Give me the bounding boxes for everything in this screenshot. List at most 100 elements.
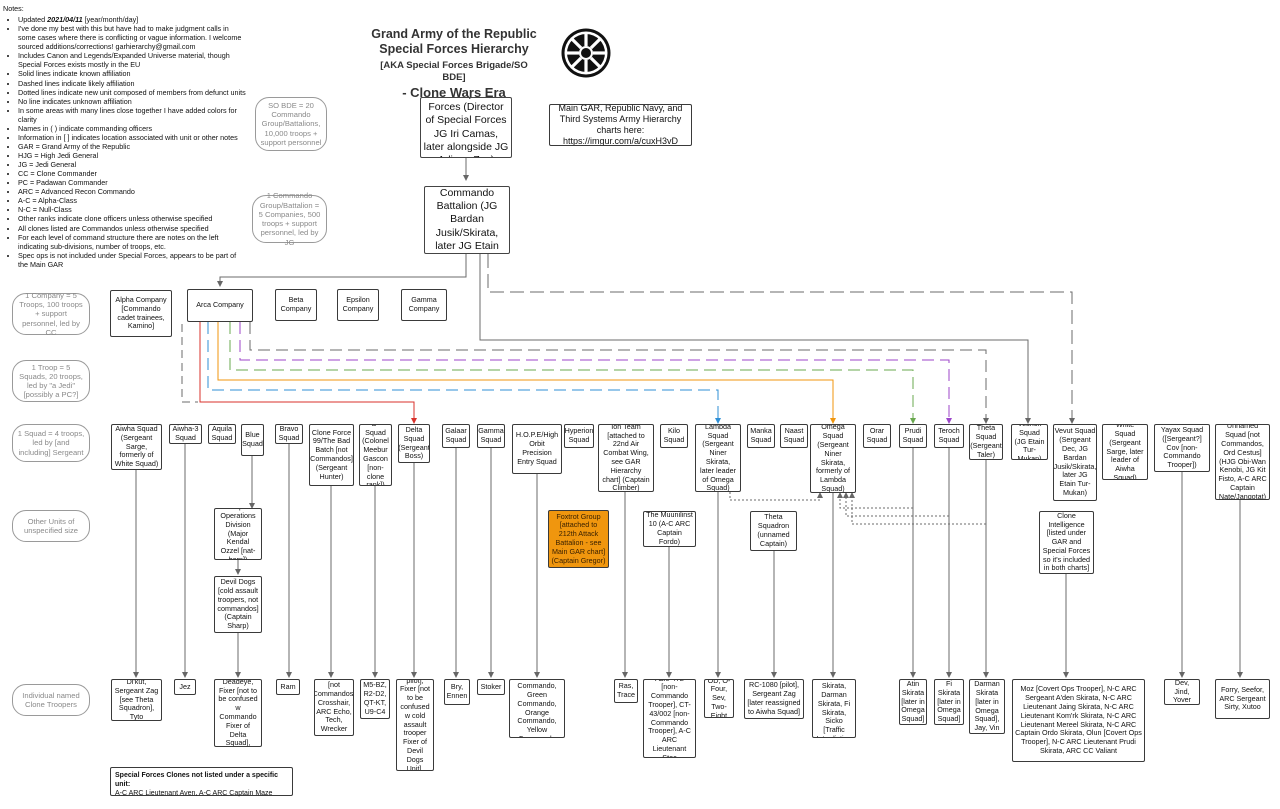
squad-prudi: Prudi Squad xyxy=(899,424,927,448)
troopers-bravo: Ram xyxy=(276,679,300,695)
troopers-prudi: Atin Skirata [later in Omega Squad] xyxy=(899,679,927,725)
notes-item: No line indicates unknown affiliation xyxy=(18,97,248,106)
title-line-2: Special Forces Hierarchy xyxy=(379,42,529,56)
notes-item: A-C = Alpha-Class xyxy=(18,196,248,205)
unassigned-clones-box: Special Forces Clones not listed under a… xyxy=(110,767,293,797)
notes-item: Spec ops is not included under Special F… xyxy=(18,251,248,269)
notes-item: Names in ( ) indicate commanding officer… xyxy=(18,124,248,133)
squad-aquila: Aquila Squad xyxy=(208,424,236,444)
troopers-omega: Atin Skirata, Corr Skirata, Darman Skira… xyxy=(812,679,856,738)
other-charts-box: Main GAR, Republic Navy, and Third Syste… xyxy=(549,104,692,146)
notes-item: Information in [ ] indicates location as… xyxy=(18,133,248,142)
notes-panel: Notes: Updated 2021/04/11 [year/month/da… xyxy=(3,4,248,269)
unit-44th-special-ops: 44th Special Operations Division (Major … xyxy=(214,508,262,560)
troopers-clone-force-99: [not Commandos] Crosshair, ARC Echo, Tec… xyxy=(314,679,354,736)
squad-orar: Orar Squad xyxy=(863,424,891,448)
level-note-squad: 1 Squad = 4 troops, led by [and includin… xyxy=(12,424,90,462)
title-line-1: Grand Army of the Republic xyxy=(371,27,537,41)
notes-item: JG = Jedi General xyxy=(18,160,248,169)
notes-item: GAR = Grand Army of the Republic xyxy=(18,142,248,151)
company-arca: Arca Company xyxy=(187,289,253,322)
republic-crest-icon xyxy=(561,28,611,78)
troopers-theta: Darman Skirata [later in Omega Squad], J… xyxy=(969,679,1005,734)
level-note-other-units: Other Units of unspecified size xyxy=(12,510,90,542)
company-beta: Beta Company xyxy=(275,289,317,321)
squad-d-squad: D-Squad (Colonel Meebur Gascon [non-clon… xyxy=(359,424,392,486)
zero-five-battalion-box: 05/Zero Five Commando Battalion (JG Bard… xyxy=(424,186,510,254)
notes-item: Solid lines indicate known affiliation xyxy=(18,69,248,78)
squad-aiwha-3: Aiwha-3 Squad xyxy=(169,424,202,444)
unit-theta-squadron: Theta Squadron (unnamed Captain) xyxy=(750,511,797,551)
unit-muunilinst-10: The Muunilinst 10 (A-C ARC Captain Fordo… xyxy=(643,511,696,547)
squad-bravo: Bravo Squad xyxy=(275,424,303,444)
squad-vevut: Vevut Squad (Sergeant Dec, JG Bardan Jus… xyxy=(1053,424,1097,501)
squad-veshok: Veshok Squad (JG Etain Tur-Mukan) xyxy=(1011,424,1048,460)
squad-yayax: Yayax Squad ([Sergeant?] Cov [non-Comman… xyxy=(1154,424,1210,472)
level-note-company: 1 Company = 5 Troops, 100 troops + suppo… xyxy=(12,291,90,337)
notes-updated: Updated 2021/04/11 [year/month/day] xyxy=(18,15,248,24)
troopers-hope: Blue Commando, Green Commando, Orange Co… xyxy=(509,679,565,738)
updated-date: 2021/04/11 xyxy=(47,15,83,25)
notes-item: For each level of command structure ther… xyxy=(18,233,248,251)
company-gamma: Gamma Company xyxy=(401,289,447,321)
troopers-theta-squadron: RC-1080 [pilot], Sergeant Zag [later rea… xyxy=(744,679,804,719)
squad-white: White Squad (Sergeant Sarge, later leade… xyxy=(1102,424,1148,480)
unit-devil-dogs: Devil Dogs [cold assault troopers, not c… xyxy=(214,576,262,633)
updated-prefix: Updated xyxy=(18,15,48,25)
squad-blue: Blue Squad xyxy=(241,424,264,456)
troopers-ion-team: Ras, Trace xyxy=(614,679,638,703)
squad-delta: Delta Squad (Sergeant Boss) xyxy=(398,424,430,463)
notes-item: I've done my best with this but have had… xyxy=(18,24,248,51)
notes-item: N-C = Null-Class xyxy=(18,205,248,214)
squad-lambda: Lambda Squad (Sergeant Niner Skirata, la… xyxy=(695,424,741,492)
chart-title: Grand Army of the Republic Special Force… xyxy=(368,27,540,100)
title-line-4: - Clone Wars Era xyxy=(402,84,506,100)
troopers-unnamed: Forry, Seefor, ARC Sergeant Sirty, Xutoo xyxy=(1215,679,1270,719)
squad-clone-force-99: Clone Force 99/The Bad Batch [not Comman… xyxy=(309,424,354,486)
troopers-galaar: Bry, Ennen xyxy=(444,679,470,705)
unit-clone-intelligence: Clone Intelligence [listed under GAR and… xyxy=(1039,511,1094,574)
level-note-troop: 1 Troop = 5 Squads, 20 troops, led by "a… xyxy=(12,360,90,402)
troopers-lambda: OD, O-Four, Sev, Two-Eight xyxy=(704,679,734,718)
level-note-brigade: SO BDE = 20 Commando Group/Battalions, 1… xyxy=(255,97,327,151)
level-note-individuals: Individual named Clone Troopers xyxy=(12,684,90,716)
squad-omega: Omega Squad (Sergeant Niner Skirata, for… xyxy=(810,424,856,493)
notes-header: Notes: xyxy=(3,4,24,13)
notes-list: Updated 2021/04/11 [year/month/day] I've… xyxy=(3,15,248,269)
troopers-aiwha: Di'kut, Sergeant Zag [see Theta Squadron… xyxy=(111,679,162,721)
notes-item: CC = Clone Commander xyxy=(18,169,248,178)
squad-teroch: Teroch Squad xyxy=(934,424,964,448)
troopers-delta: Delta 42 [LAAT pilot], Fixer [not to be … xyxy=(396,679,434,771)
gar-special-forces-box: GAR Special Forces (Director of Special … xyxy=(420,97,512,158)
unassigned-clones-title: Special Forces Clones not listed under a… xyxy=(115,772,278,789)
title-line-3: [AKA Special Forces Brigade/SO BDE] xyxy=(380,60,528,84)
notes-item: Dashed lines indicate likely affiliation xyxy=(18,79,248,88)
notes-item: HJG = High Jedi General xyxy=(18,151,248,160)
notes-item: Dotted lines indicate new unit composed … xyxy=(18,88,248,97)
company-epsilon: Epsilon Company xyxy=(337,289,379,321)
squad-kilo: Kilo Squad xyxy=(660,424,688,448)
notes-item: ARC = Advanced Recon Commando xyxy=(18,187,248,196)
squad-naast: Naast Squad xyxy=(780,424,808,448)
notes-item: In some areas with many lines close toge… xyxy=(18,106,248,124)
squad-unnamed: Unnamed Squad [not Commandos, Ord Cestus… xyxy=(1215,424,1270,500)
squad-aiwha: Aiwha Squad (Sergeant Sarge, formerly of… xyxy=(111,424,162,470)
unit-foxtrot-group: Foxtrot Group [attached to 212th Attack … xyxy=(548,510,609,568)
troopers-yayax: Dev, Jind, Yover xyxy=(1164,679,1200,705)
notes-item: All clones listed are Commandos unless o… xyxy=(18,224,248,233)
troopers-gamma: Stoker xyxy=(477,679,505,695)
updated-suffix: [year/month/day] xyxy=(82,15,139,25)
troopers-devil-dogs: Blunt, Deadeye, Fixer [not to be confuse… xyxy=(214,679,262,747)
squad-gamma: Gamma Squad xyxy=(477,424,505,448)
level-note-battalion: 1 Commando Group/Battalion = 5 Companies… xyxy=(252,191,327,247)
squad-theta: Theta Squad (Sergeant Taler) xyxy=(969,424,1003,460)
troopers-muunilinst-10: Able-472 [non-Commando Trooper], CT-43/0… xyxy=(643,679,696,758)
company-alpha: Alpha Company [Commando cadet trainees, … xyxy=(110,290,172,337)
squad-ion-team: Ion Team [attached to 22nd Air Combat Wi… xyxy=(598,424,654,492)
troopers-clone-intelligence: Moz [Covert Ops Trooper], N-C ARC Sergea… xyxy=(1012,679,1145,762)
squad-hyperion: Hyperion Squad xyxy=(564,424,594,448)
notes-item: Includes Canon and Legends/Expanded Univ… xyxy=(18,51,248,69)
notes-item: PC = Padawan Commander xyxy=(18,178,248,187)
squad-galaar: Galaar Squad xyxy=(442,424,470,448)
squad-hope: H.O.P.E/High Orbit Precision Entry Squad xyxy=(512,424,562,474)
